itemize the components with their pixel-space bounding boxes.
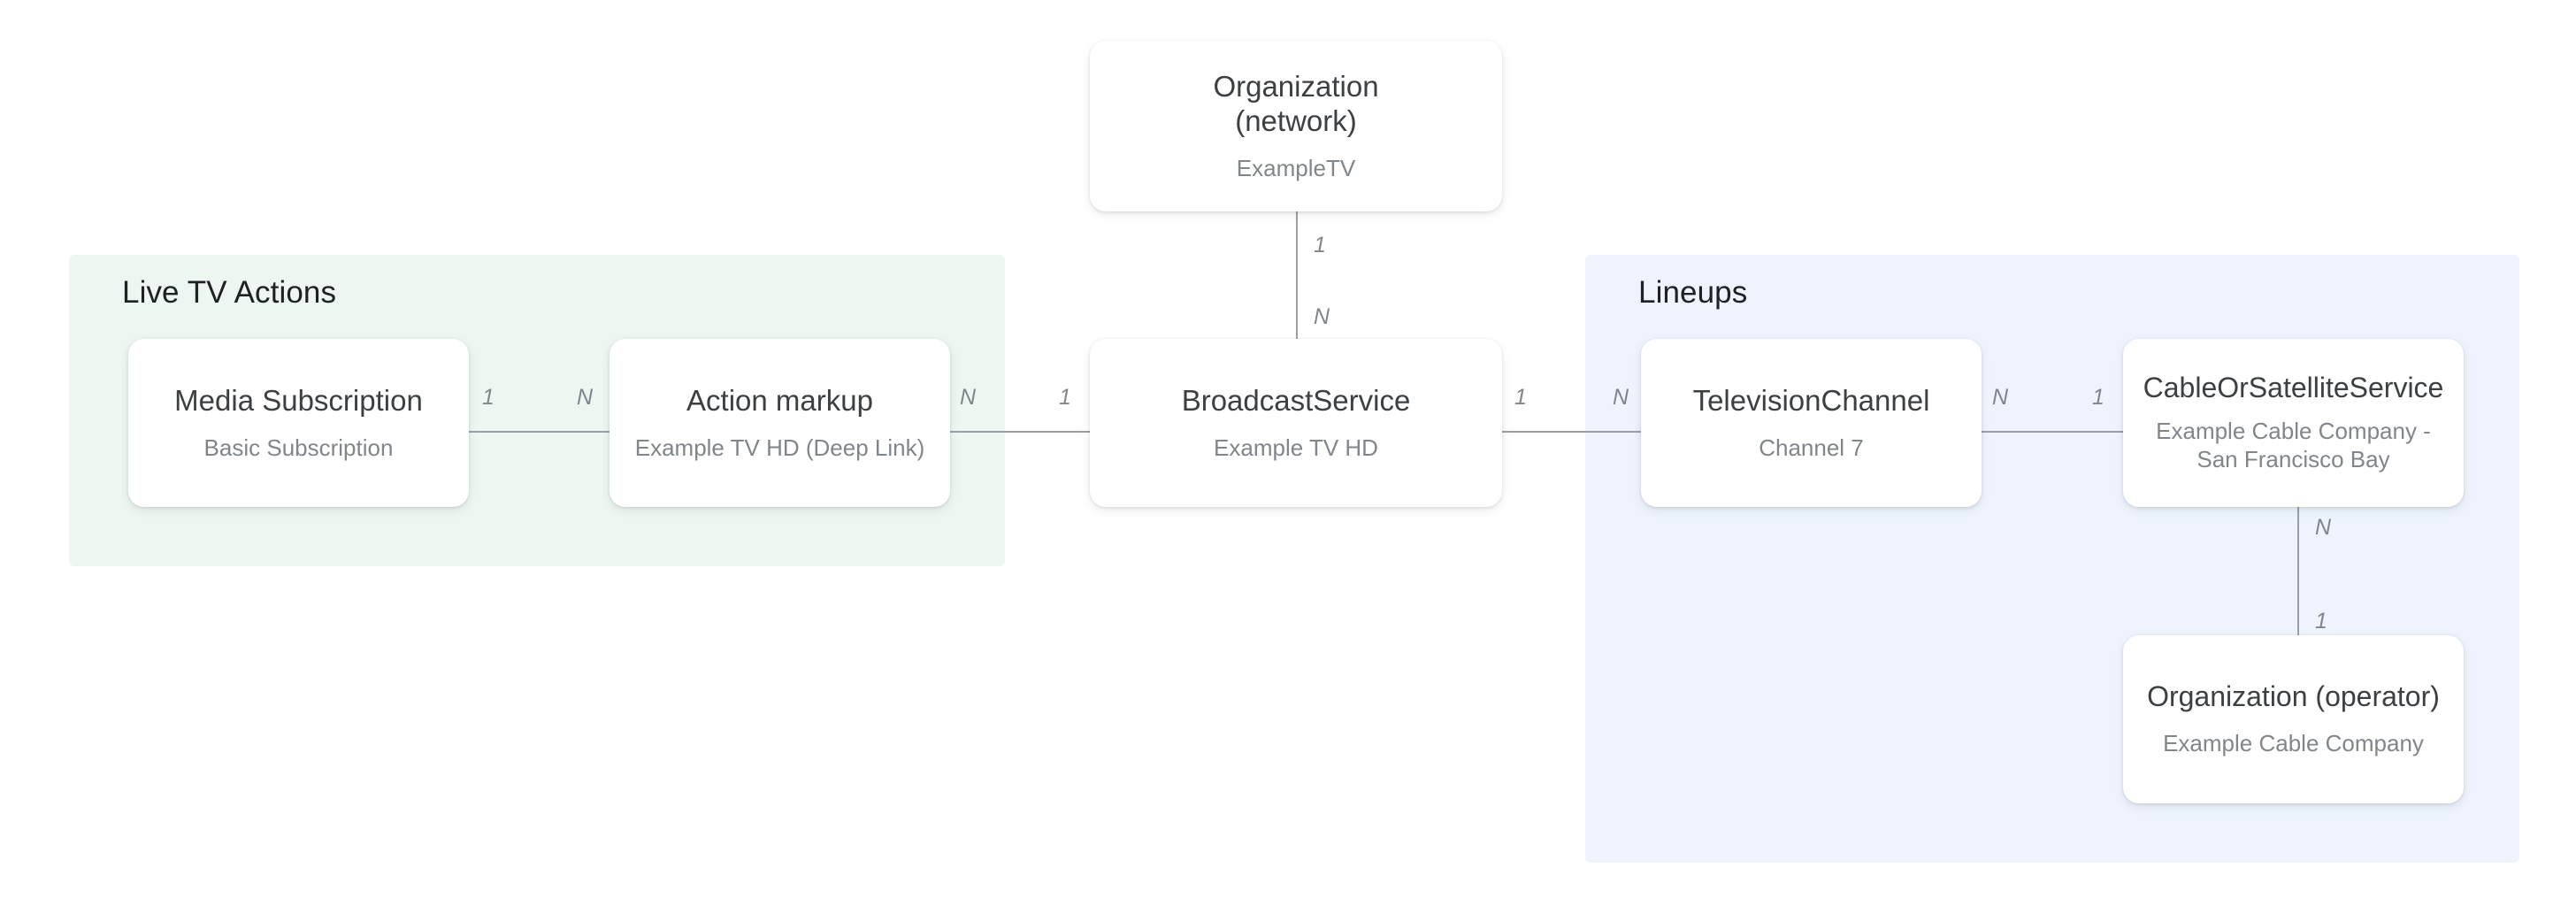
node-cable-or-satellite-service[interactable]: CableOrSatelliteService Example Cable Co… <box>2123 339 2464 507</box>
edge-label-media-subscription-target: N <box>577 385 594 410</box>
node-title-television-channel: TelevisionChannel <box>1692 383 1930 417</box>
edge-label-broadcast-service-target: N <box>1613 385 1629 410</box>
node-title-organization-operator: Organization (operator) <box>2147 680 2440 713</box>
node-title-organization-network: Organization (network) <box>1213 70 1378 139</box>
edge-label-media-subscription-source: 1 <box>482 385 494 410</box>
node-subtitle-organization-network: ExampleTV <box>1236 154 1356 181</box>
edge-media-subscription-to-action-markup <box>460 431 619 433</box>
edge-television-channel-to-cable-or-satellite-service <box>1974 431 2134 433</box>
node-subtitle-line1: Example Cable Company - <box>2156 418 2431 445</box>
edge-label-organization-network-source: 1 <box>1314 233 1326 257</box>
node-subtitle-television-channel: Channel 7 <box>1759 434 1864 461</box>
node-title-broadcast-service: BroadcastService <box>1181 383 1411 417</box>
edge-cable-or-satellite-service-to-organization-operator <box>2297 503 2299 642</box>
node-media-subscription[interactable]: Media Subscription Basic Subscription <box>128 339 469 507</box>
node-subtitle-media-subscription: Basic Subscription <box>203 434 394 461</box>
node-subtitle-organization-operator: Example Cable Company <box>2163 730 2424 757</box>
node-title-media-subscription: Media Subscription <box>174 383 423 417</box>
node-title-action-markup: Action markup <box>686 383 873 417</box>
node-title-cable-or-satellite-service: CableOrSatelliteService <box>2143 372 2444 404</box>
node-subtitle-action-markup: Example TV HD (Deep Link) <box>634 434 925 461</box>
edge-label-broadcast-service-source: 1 <box>1514 385 1527 410</box>
edge-label-action-markup-target: 1 <box>1059 385 1071 410</box>
edge-label-organization-network-target: N <box>1314 304 1330 329</box>
node-television-channel[interactable]: TelevisionChannel Channel 7 <box>1641 339 1982 507</box>
edge-label-cable-or-satellite-source: N <box>2315 515 2332 540</box>
group-title-lineups: Lineups <box>1638 275 1748 310</box>
node-organization-network[interactable]: Organization (network) ExampleTV <box>1090 41 1502 211</box>
edge-broadcast-service-to-television-channel <box>1493 431 1652 433</box>
edge-label-television-channel-target: 1 <box>2092 385 2104 410</box>
node-subtitle-line2: San Francisco Bay <box>2196 445 2390 472</box>
node-title-line2: (network) <box>1235 104 1357 137</box>
node-broadcast-service[interactable]: BroadcastService Example TV HD <box>1090 339 1502 507</box>
edge-label-action-markup-source: N <box>960 385 977 410</box>
edge-label-cable-or-satellite-target: 1 <box>2315 609 2327 633</box>
edge-action-markup-to-broadcast-service <box>941 431 1100 433</box>
node-subtitle-cable-or-satellite-service: Example Cable Company - San Francisco Ba… <box>2156 418 2431 473</box>
node-subtitle-broadcast-service: Example TV HD <box>1214 434 1378 461</box>
edge-organization-network-to-broadcast-service <box>1296 205 1298 347</box>
node-title-line1: Organization <box>1213 69 1379 103</box>
group-title-live-tv-actions: Live TV Actions <box>122 275 337 310</box>
edge-label-television-channel-source: N <box>1992 385 2009 410</box>
node-action-markup[interactable]: Action markup Example TV HD (Deep Link) <box>610 339 950 507</box>
node-organization-operator[interactable]: Organization (operator) Example Cable Co… <box>2123 635 2464 803</box>
